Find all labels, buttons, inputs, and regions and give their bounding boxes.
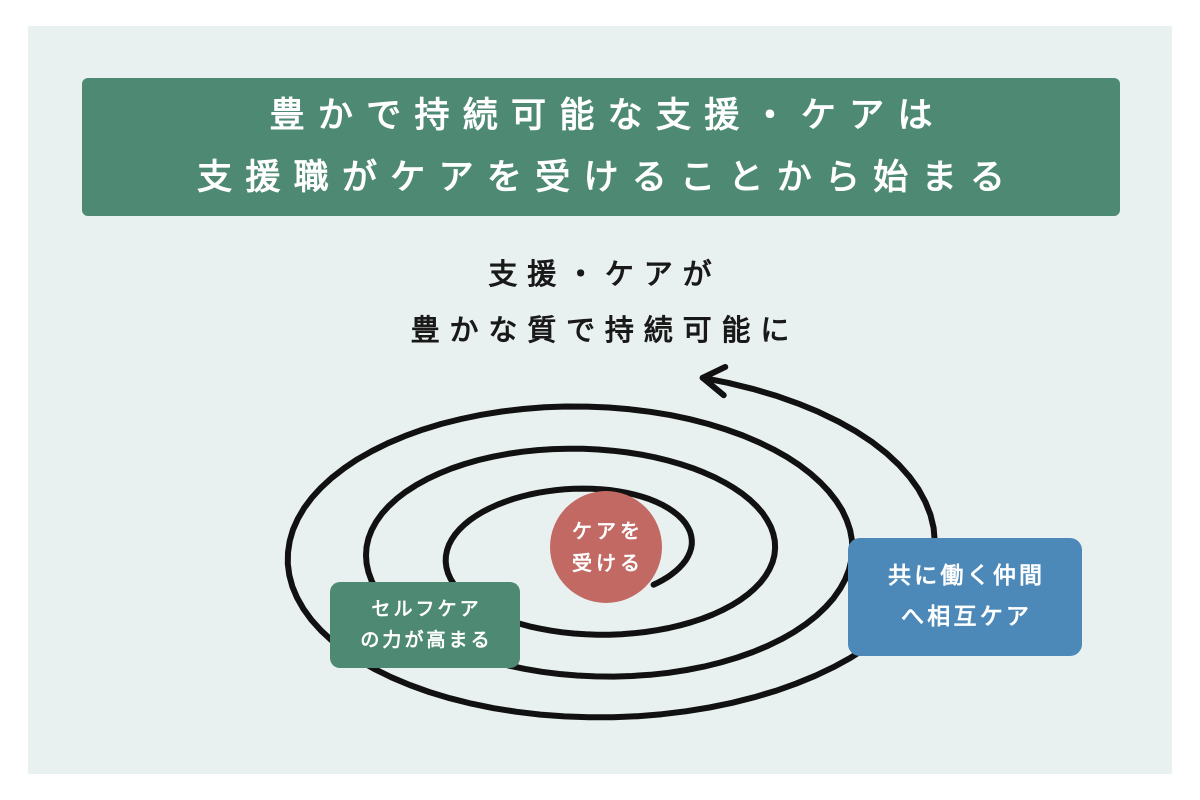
- title-line-1: 豊かで持続可能な支援・ケアは: [269, 96, 946, 136]
- self-care-line-2: の力が高まる: [360, 629, 493, 651]
- spiral-path: [284, 363, 938, 721]
- mutual-care-line-2: へ相互ケア: [901, 604, 1033, 630]
- subtitle: 支援・ケアが 豊かな質で持続可能に: [0, 246, 1200, 358]
- care-receive-line-1: ケアを: [572, 519, 644, 543]
- care-receive-line-2: 受ける: [572, 551, 644, 575]
- subtitle-line-1: 支援・ケアが: [488, 257, 722, 291]
- subtitle-line-2: 豊かな質で持続可能に: [410, 313, 800, 347]
- mutual-care-line-1: 共に働く仲間: [887, 563, 1046, 589]
- self-care-box: セルフケア の力が高まる: [330, 582, 520, 668]
- care-receive-circle: ケアを 受ける: [550, 491, 662, 603]
- mutual-care-box: 共に働く仲間 へ相互ケア: [848, 538, 1082, 656]
- title-banner: 豊かで持続可能な支援・ケアは 支援職がケアを受けることから始まる: [82, 78, 1120, 216]
- self-care-line-1: セルフケア: [371, 598, 482, 620]
- title-line-2: 支援職がケアを受けることから始まる: [197, 158, 1019, 198]
